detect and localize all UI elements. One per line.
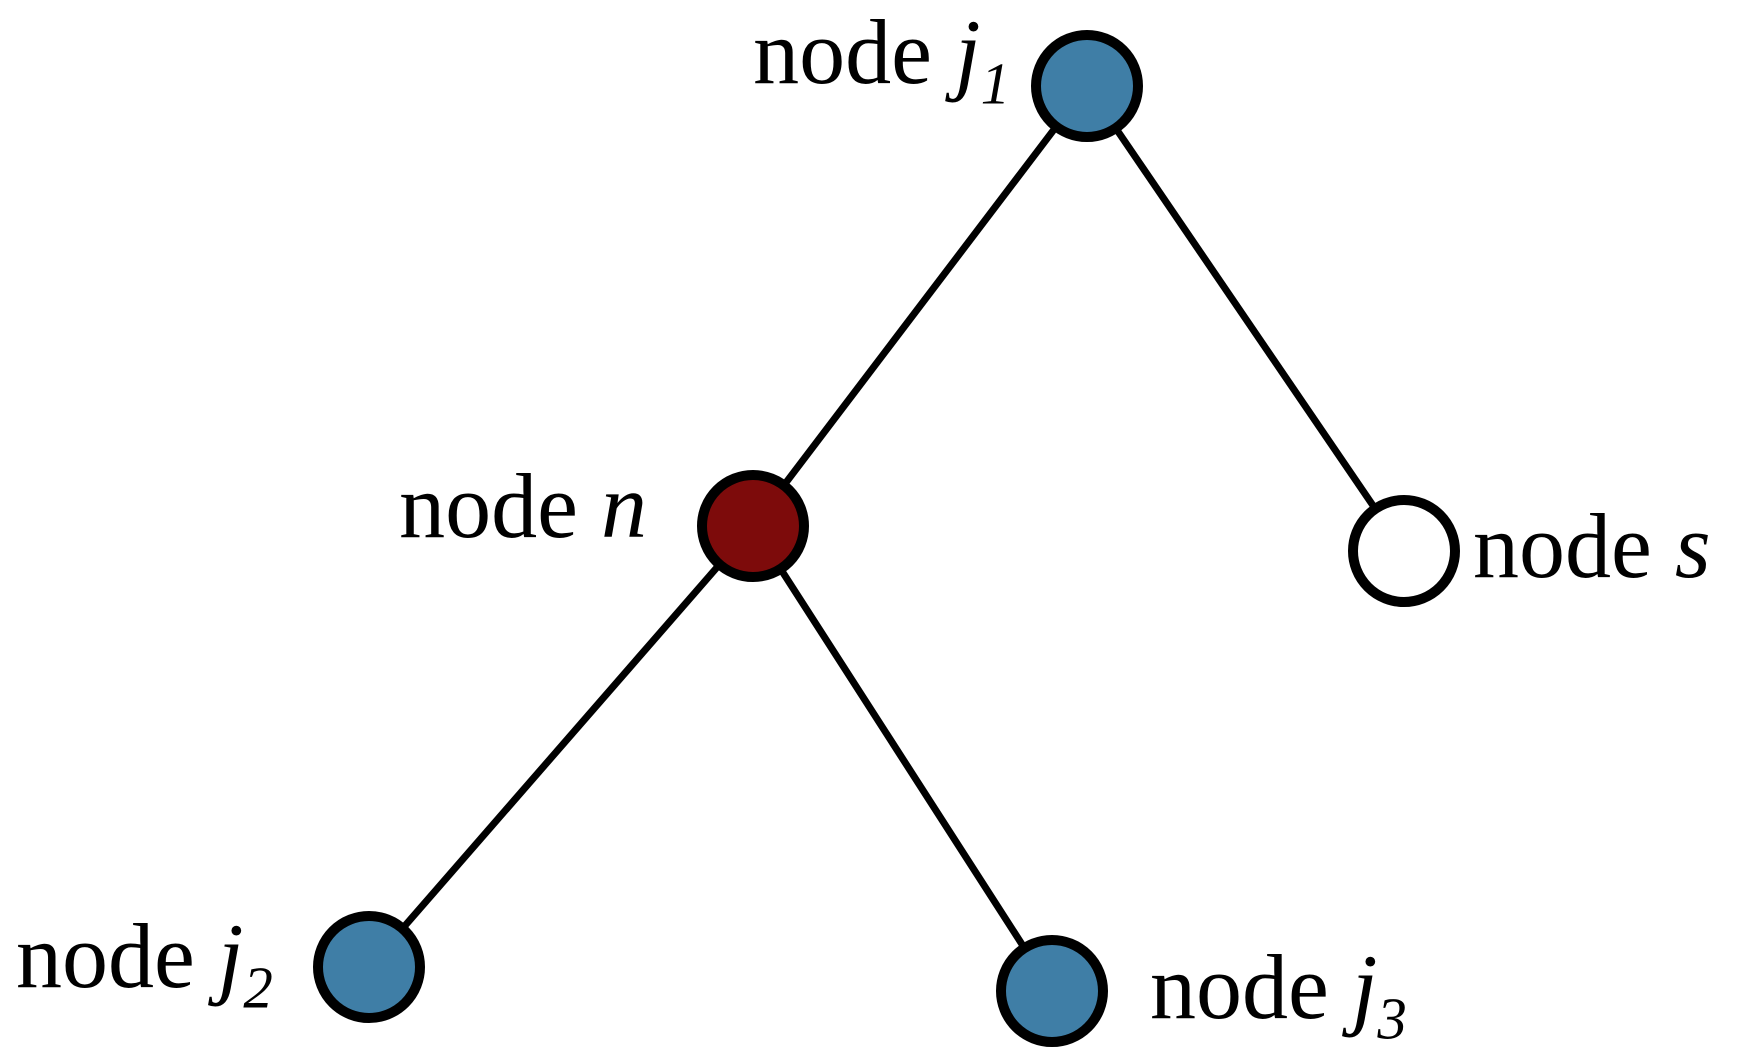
node-s-circle bbox=[1348, 495, 1460, 607]
node-n-circle bbox=[697, 470, 809, 582]
node-j2-label-prefix: node bbox=[16, 905, 218, 1007]
node-j1-label: node j1 bbox=[753, 6, 1010, 114]
node-j1-variable: j bbox=[955, 1, 981, 103]
node-j2-label: node j2 bbox=[16, 910, 273, 1018]
node-j1-subscript: 1 bbox=[980, 51, 1010, 117]
edge-n-j2 bbox=[366, 523, 756, 970]
node-group bbox=[313, 30, 1460, 1047]
node-j2-variable: j bbox=[217, 905, 244, 1007]
node-n-label-prefix: node bbox=[399, 455, 601, 557]
edge-group bbox=[366, 83, 1407, 993]
node-j2-circle bbox=[313, 911, 425, 1023]
node-n-label: node n bbox=[399, 460, 647, 552]
edge-j1-s bbox=[1084, 84, 1407, 553]
node-j3-label-prefix: node bbox=[1150, 936, 1352, 1038]
node-j3-label: node j3 bbox=[1150, 941, 1407, 1049]
node-j3-circle bbox=[996, 935, 1108, 1047]
node-j3-subscript: 3 bbox=[1377, 986, 1407, 1052]
edge-n-j3 bbox=[750, 524, 1055, 993]
node-s-label-prefix: node bbox=[1473, 495, 1675, 597]
node-n-variable: n bbox=[601, 455, 647, 557]
node-j1-circle bbox=[1031, 30, 1143, 142]
edge-j1-n bbox=[750, 83, 1090, 529]
node-s-variable: s bbox=[1674, 495, 1711, 597]
node-s-label: node s bbox=[1473, 500, 1711, 592]
node-j2-subscript: 2 bbox=[243, 955, 273, 1021]
node-j3-variable: j bbox=[1351, 936, 1378, 1038]
node-j1-label-prefix: node bbox=[753, 1, 955, 103]
